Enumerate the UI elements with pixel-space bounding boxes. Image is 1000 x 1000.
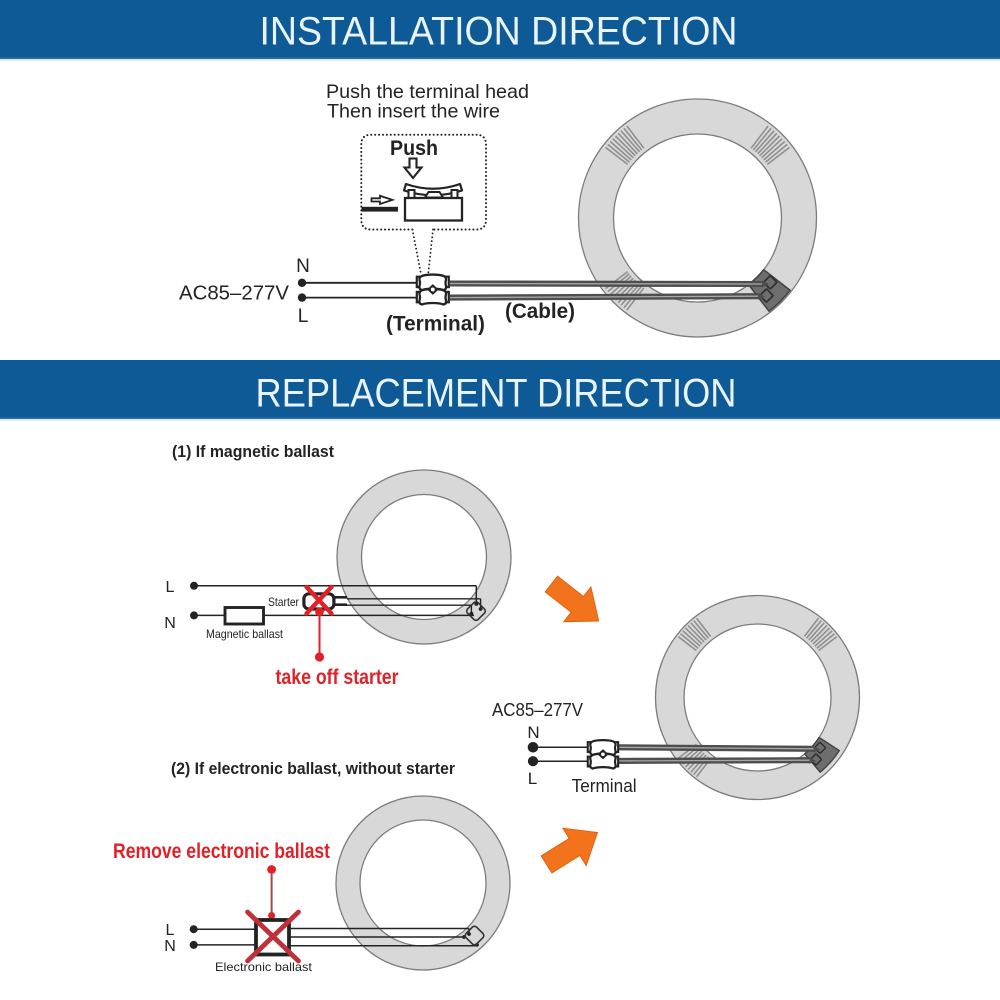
svg-text:(2) If electronic ballast, wit: (2) If electronic ballast, without start… xyxy=(171,759,455,778)
svg-text:(Terminal): (Terminal) xyxy=(386,313,485,336)
svg-text:Remove electronic ballast: Remove electronic ballast xyxy=(113,840,330,863)
svg-text:N: N xyxy=(164,938,176,955)
svg-text:AC85–277V: AC85–277V xyxy=(492,700,583,720)
svg-text:(Cable): (Cable) xyxy=(505,300,575,323)
svg-text:INSTALLATION DIRECTION: INSTALLATION DIRECTION xyxy=(260,9,738,53)
svg-text:Starter: Starter xyxy=(268,595,299,609)
svg-text:L: L xyxy=(166,922,175,939)
svg-text:L: L xyxy=(166,579,175,596)
svg-text:L: L xyxy=(298,306,309,327)
svg-text:N: N xyxy=(527,723,539,742)
svg-text:L: L xyxy=(528,769,537,788)
svg-text:N: N xyxy=(296,256,310,277)
svg-text:AC85–277V: AC85–277V xyxy=(179,283,290,305)
svg-text:REPLACEMENT DIRECTION: REPLACEMENT DIRECTION xyxy=(256,371,737,415)
svg-text:Electronic ballast: Electronic ballast xyxy=(215,960,313,974)
svg-text:Push: Push xyxy=(390,136,438,160)
svg-text:N: N xyxy=(164,615,176,632)
svg-text:Push the terminal head: Push the terminal head xyxy=(326,81,529,103)
svg-text:take off starter: take off starter xyxy=(276,666,399,689)
svg-text:Terminal: Terminal xyxy=(572,775,637,796)
svg-text:(1) If magnetic ballast: (1) If magnetic ballast xyxy=(172,442,334,461)
svg-text:Magnetic ballast: Magnetic ballast xyxy=(206,627,284,641)
svg-text:Then insert the wire: Then insert the wire xyxy=(327,101,500,123)
